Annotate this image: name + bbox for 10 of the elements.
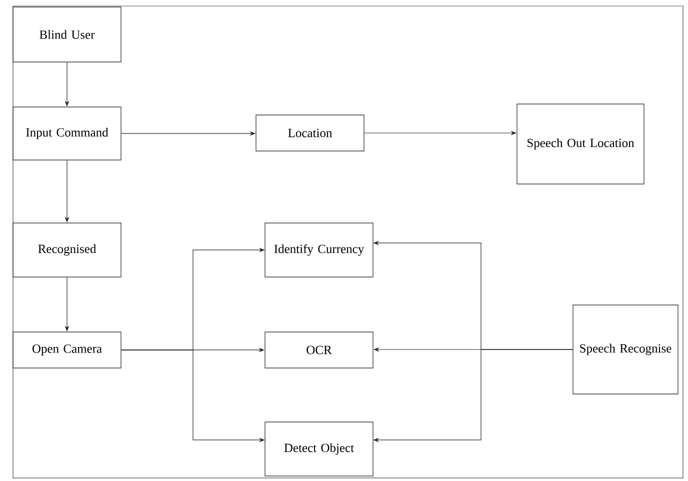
- process-box: Speech Out Location: [516, 104, 644, 184]
- process-box: Recognised: [12, 222, 122, 278]
- process-box: Identify Currency: [264, 222, 374, 278]
- process-box: Blind User: [12, 6, 122, 62]
- process-box: Speech Recognise: [572, 304, 678, 394]
- process-box: Input Command: [12, 106, 122, 160]
- process-box: Open Camera: [12, 332, 122, 368]
- process-box: OCR: [264, 332, 374, 368]
- process-box: Detect Object: [264, 422, 374, 476]
- process-box: Location: [256, 114, 364, 152]
